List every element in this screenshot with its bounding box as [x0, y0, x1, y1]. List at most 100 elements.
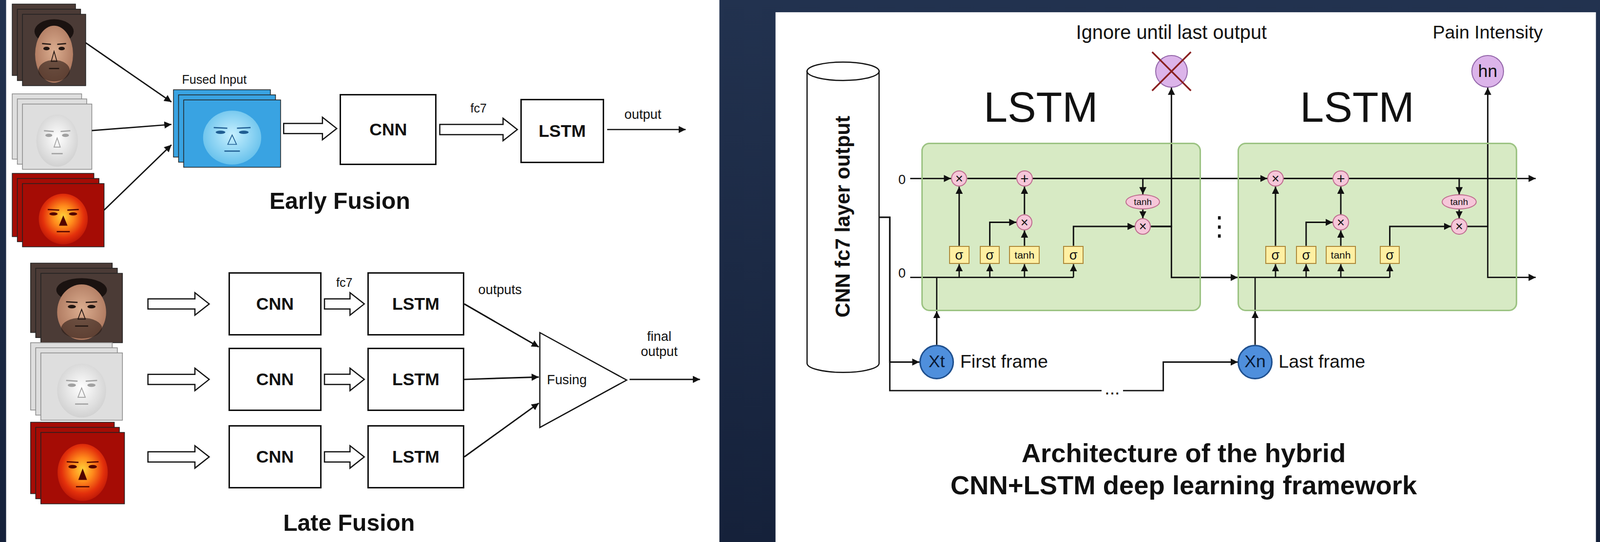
connector — [1142, 209, 1144, 219]
brow — [60, 131, 71, 132]
connector — [1073, 226, 1135, 247]
right-panel — [775, 12, 1597, 542]
image-frame — [40, 353, 123, 421]
block-arrow — [148, 445, 210, 469]
beard — [61, 317, 103, 339]
block-arrow — [148, 368, 210, 391]
mouth — [56, 230, 70, 233]
face-image — [22, 104, 92, 170]
connector — [1283, 177, 1333, 180]
connector — [879, 217, 920, 362]
node-label: σ — [1385, 248, 1394, 262]
section-heading: Late Fusion — [283, 510, 415, 537]
face — [57, 284, 107, 341]
triangle-outline — [539, 332, 627, 428]
gate-input — [958, 264, 960, 278]
brow — [86, 461, 99, 463]
nose — [59, 216, 67, 226]
block-arrow — [324, 368, 365, 391]
pointwise-op: × — [1450, 218, 1468, 235]
hidden-bus — [921, 276, 1074, 279]
brow — [236, 127, 251, 129]
connector — [1390, 226, 1452, 247]
initial-state — [910, 177, 952, 180]
connector — [1032, 177, 1268, 180]
gate-input — [1389, 264, 1391, 278]
section-heading: Early Fusion — [269, 187, 411, 215]
node-label: LSTM — [1299, 82, 1415, 132]
node-label: × — [1336, 215, 1345, 229]
connector — [990, 222, 1017, 247]
block-arrow — [283, 117, 337, 140]
connector — [1306, 222, 1333, 247]
node-label: hn — [1478, 62, 1498, 81]
block-arrow — [324, 445, 365, 469]
input-arrow — [85, 42, 172, 102]
state-circle: XtFirst frame — [919, 344, 954, 380]
eye — [68, 465, 77, 469]
nose — [77, 388, 86, 398]
beard — [38, 59, 71, 82]
node-label: tanh — [1133, 197, 1152, 207]
pointwise-op: tanh — [1125, 194, 1161, 210]
input-wire — [1254, 277, 1257, 312]
node-label: CNN — [256, 447, 294, 468]
feature-cylinder: CNN fc7 layer output — [806, 61, 880, 373]
image-frame — [22, 183, 105, 248]
image-node: Fused Input — [173, 89, 281, 168]
pointwise-op: × — [1016, 214, 1033, 231]
connector — [1340, 230, 1342, 246]
nose — [78, 469, 87, 480]
cylinder-body — [806, 70, 879, 373]
annotation: ⋮ — [1206, 211, 1233, 243]
process-box: LSTM — [520, 98, 605, 164]
brow — [213, 127, 228, 129]
edge-label: fc7 — [470, 101, 487, 116]
image-stack — [12, 3, 86, 86]
brow — [67, 209, 79, 210]
brow — [43, 131, 54, 132]
node-label: Pain Intensity — [1432, 23, 1543, 42]
node-label: Ignore until last output — [1076, 22, 1267, 43]
node-label: LSTM — [538, 121, 587, 142]
image-frame — [40, 273, 123, 343]
connector — [1032, 178, 1143, 195]
cylinder-top — [806, 61, 879, 81]
process-box: LSTM — [367, 347, 465, 412]
gate-box: σ — [979, 246, 1001, 265]
pointwise-op: × — [1332, 214, 1350, 231]
image-frame — [40, 432, 125, 505]
node-label: Xn — [1244, 353, 1266, 372]
node-label: σ — [1069, 248, 1078, 262]
hidden-bus — [1237, 276, 1390, 279]
node-label: σ — [954, 248, 964, 262]
left-panel — [6, 0, 720, 542]
connector — [1458, 209, 1460, 219]
node-label: CNN — [256, 369, 294, 390]
cell-fills — [921, 142, 1518, 312]
gate-input — [1023, 264, 1026, 278]
annotation: outputs — [478, 282, 522, 298]
eye — [67, 304, 77, 309]
face-image — [40, 353, 123, 421]
brow — [57, 43, 66, 44]
eye — [61, 133, 69, 138]
node-label: LSTM — [392, 447, 440, 468]
face — [57, 363, 107, 419]
face — [57, 443, 108, 501]
node-label: LSTM — [392, 294, 440, 315]
eye — [238, 130, 249, 134]
connector — [1023, 186, 1026, 215]
mouth — [75, 403, 89, 405]
nose — [77, 309, 86, 320]
node-label: LSTM — [983, 82, 1099, 132]
image-frame — [22, 14, 86, 86]
face-image — [22, 183, 105, 248]
image-stack — [30, 263, 123, 343]
node-label: Fused Input — [181, 72, 247, 87]
face-image — [40, 432, 125, 505]
eye — [88, 465, 97, 469]
node-label: × — [1020, 215, 1029, 229]
